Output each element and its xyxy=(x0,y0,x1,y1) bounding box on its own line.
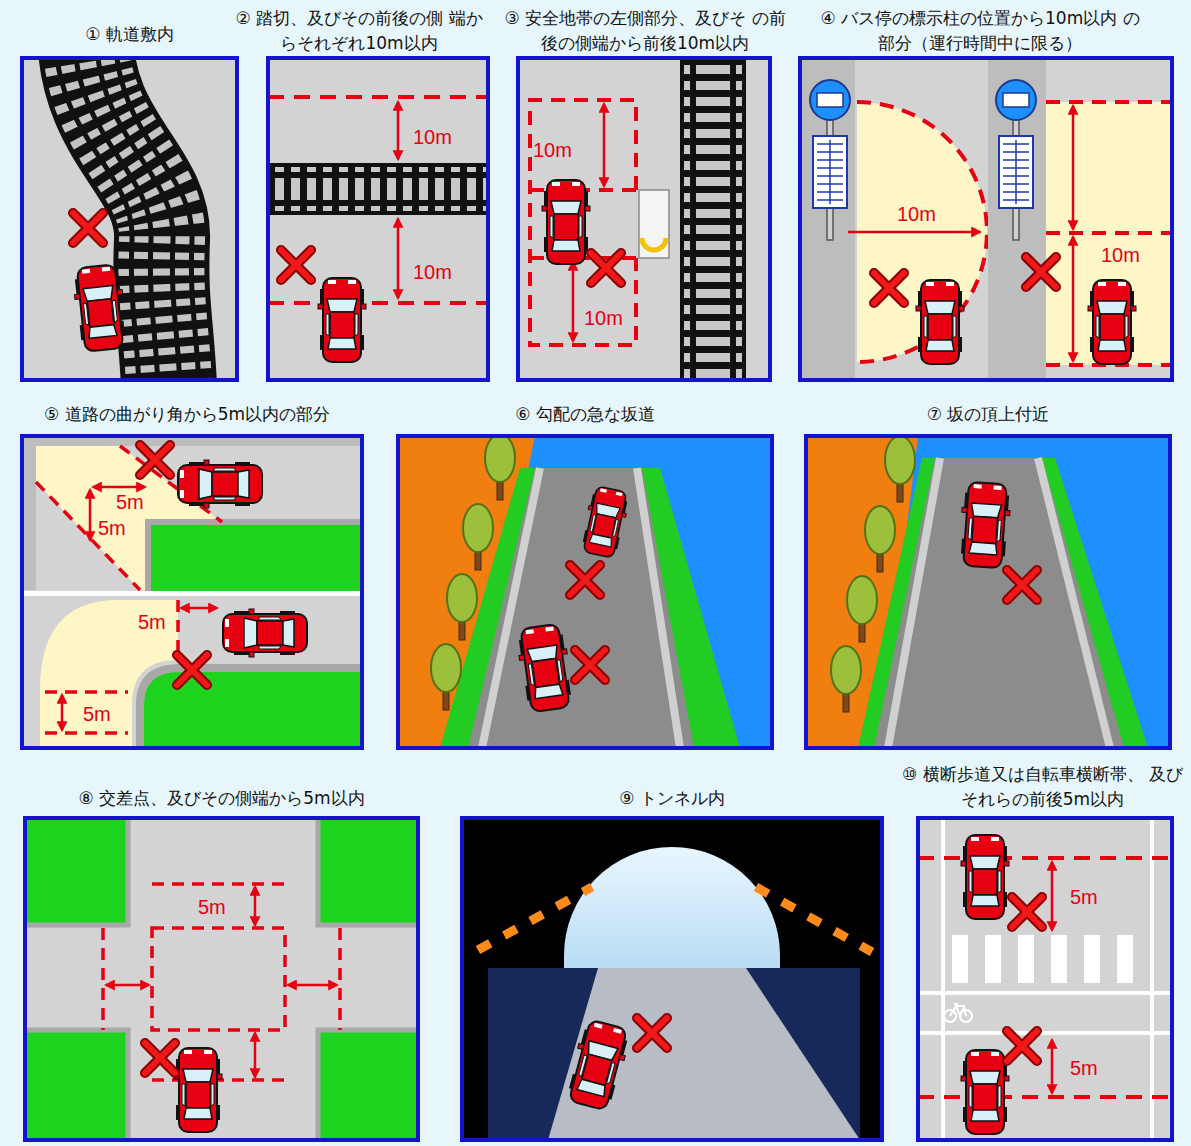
dimension-label: 5m xyxy=(116,491,144,513)
dimension-label: 5m xyxy=(198,896,226,918)
panel: ⑧ 交差点、及びその側端から5m以内 xyxy=(25,786,418,1140)
dimension-label: 10m xyxy=(413,126,452,148)
panel: ⑥ 勾配の急な坂道 xyxy=(398,402,772,748)
panel: ⑤ 道路の曲がり角から5m以内の部分 xyxy=(2,402,372,748)
dimension-label: 10m xyxy=(1101,244,1140,266)
panel-5-art xyxy=(22,436,362,748)
panel-heading: ② 踏切、及びその前後の側 端からそれぞれ10m以内 xyxy=(228,6,490,55)
dimension-label: 5m xyxy=(138,611,166,633)
dimension-label: 5m xyxy=(1070,886,1098,908)
dimension-label: 10m xyxy=(897,203,936,225)
panel-10-art xyxy=(918,818,1172,1140)
panel: ⑦ 坂の頂上付近 xyxy=(806,402,1170,748)
panel-3-art xyxy=(518,58,770,380)
panel-heading: ⑩ 横断歩道又は自転車横断帯、 及びそれらの前後5m以内 xyxy=(900,762,1185,811)
panel-heading: ⑥ 勾配の急な坂道 xyxy=(398,402,772,427)
dimension-label: 5m xyxy=(1070,1057,1098,1079)
panel-heading: ⑨ トンネル内 xyxy=(462,786,882,811)
panel-2-art xyxy=(268,58,488,380)
panel: ④ バス停の標示柱の位置から10m以内 の部分（運行時間中に限る） xyxy=(800,6,1172,380)
panel: ⑨ トンネル内 xyxy=(462,786,882,1140)
panel-4-art xyxy=(800,58,1172,380)
panel-frame xyxy=(22,58,1172,1140)
panel-heading: ⑤ 道路の曲がり角から5m以内の部分 xyxy=(2,402,372,427)
panel-8-art xyxy=(25,818,418,1140)
panel-7-art xyxy=(806,436,1170,748)
panel: ① 軌道敷内 xyxy=(22,22,237,380)
dimension-label: 10m xyxy=(584,307,623,329)
panel-heading: ③ 安全地帯の左側部分、及びそ の前後の側端から前後10m以内 xyxy=(496,6,794,55)
dimension-label: 10m xyxy=(413,261,452,283)
panel-9-art xyxy=(462,818,882,1140)
panel: ② 踏切、及びその前後の側 端からそれぞれ10m以内 xyxy=(228,6,490,380)
panel-heading: ⑧ 交差点、及びその側端から5m以内 xyxy=(25,786,418,811)
bicycle-icon xyxy=(944,1004,972,1022)
panel-heading: ④ バス停の標示柱の位置から10m以内 の部分（運行時間中に限る） xyxy=(815,6,1145,55)
panel-6-art xyxy=(398,436,772,748)
panel: ③ 安全地帯の左側部分、及びそ の前後の側端から前後10m以内 xyxy=(496,6,794,380)
dimension-label: 5m xyxy=(83,703,111,725)
dimension-label: 10m xyxy=(533,139,572,161)
panel-heading: ⑦ 坂の頂上付近 xyxy=(806,402,1170,427)
panel-1-art xyxy=(22,58,237,380)
panel: ⑩ 横断歩道又は自転車横断帯、 及びそれらの前後5m以内 xyxy=(900,762,1185,1140)
dimension-label: 5m xyxy=(98,517,126,539)
panel-heading: ① 軌道敷内 xyxy=(22,22,237,47)
